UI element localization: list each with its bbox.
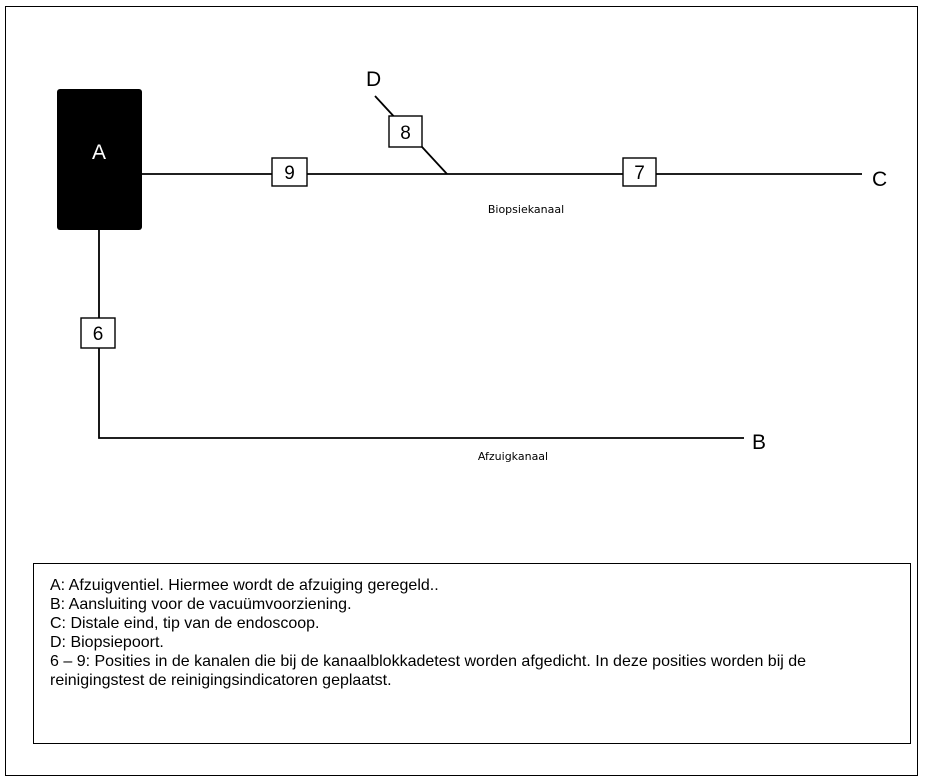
suction-channel-label: Afzuigkanaal — [478, 450, 548, 463]
svg-text:9: 9 — [284, 163, 295, 184]
legend-line-b: B: Aansluiting voor de vacuümvoorziening… — [50, 596, 352, 613]
svg-text:8: 8 — [400, 123, 411, 144]
svg-text:7: 7 — [634, 163, 645, 184]
position-box-9: 9 — [271, 157, 308, 187]
position-box-7: 7 — [622, 157, 657, 187]
legend-line-positions: 6 – 9: Posities in de kanalen die bij de… — [50, 653, 807, 689]
legend-line-a: A: Afzuigventiel. Hiermee wordt de afzui… — [50, 577, 439, 594]
legend-box: A: Afzuigventiel. Hiermee wordt de afzui… — [33, 563, 911, 744]
suction-valve-block — [57, 89, 142, 230]
svg-text:6: 6 — [93, 324, 104, 345]
label-b: B — [752, 431, 766, 454]
diagram-frame — [5, 6, 918, 776]
label-d: D — [366, 68, 381, 91]
legend-line-c: C: Distale eind, tip van de endoscoop. — [50, 615, 320, 632]
legend-line-d: D: Biopsiepoort. — [50, 634, 164, 651]
label-c: C — [872, 168, 887, 191]
position-box-6: 6 — [80, 317, 116, 349]
suction-channel-line — [98, 230, 744, 439]
biopsy-channel-label: Biopsiekanaal — [488, 203, 564, 216]
position-box-8: 8 — [388, 115, 423, 148]
label-a: A — [92, 141, 106, 164]
